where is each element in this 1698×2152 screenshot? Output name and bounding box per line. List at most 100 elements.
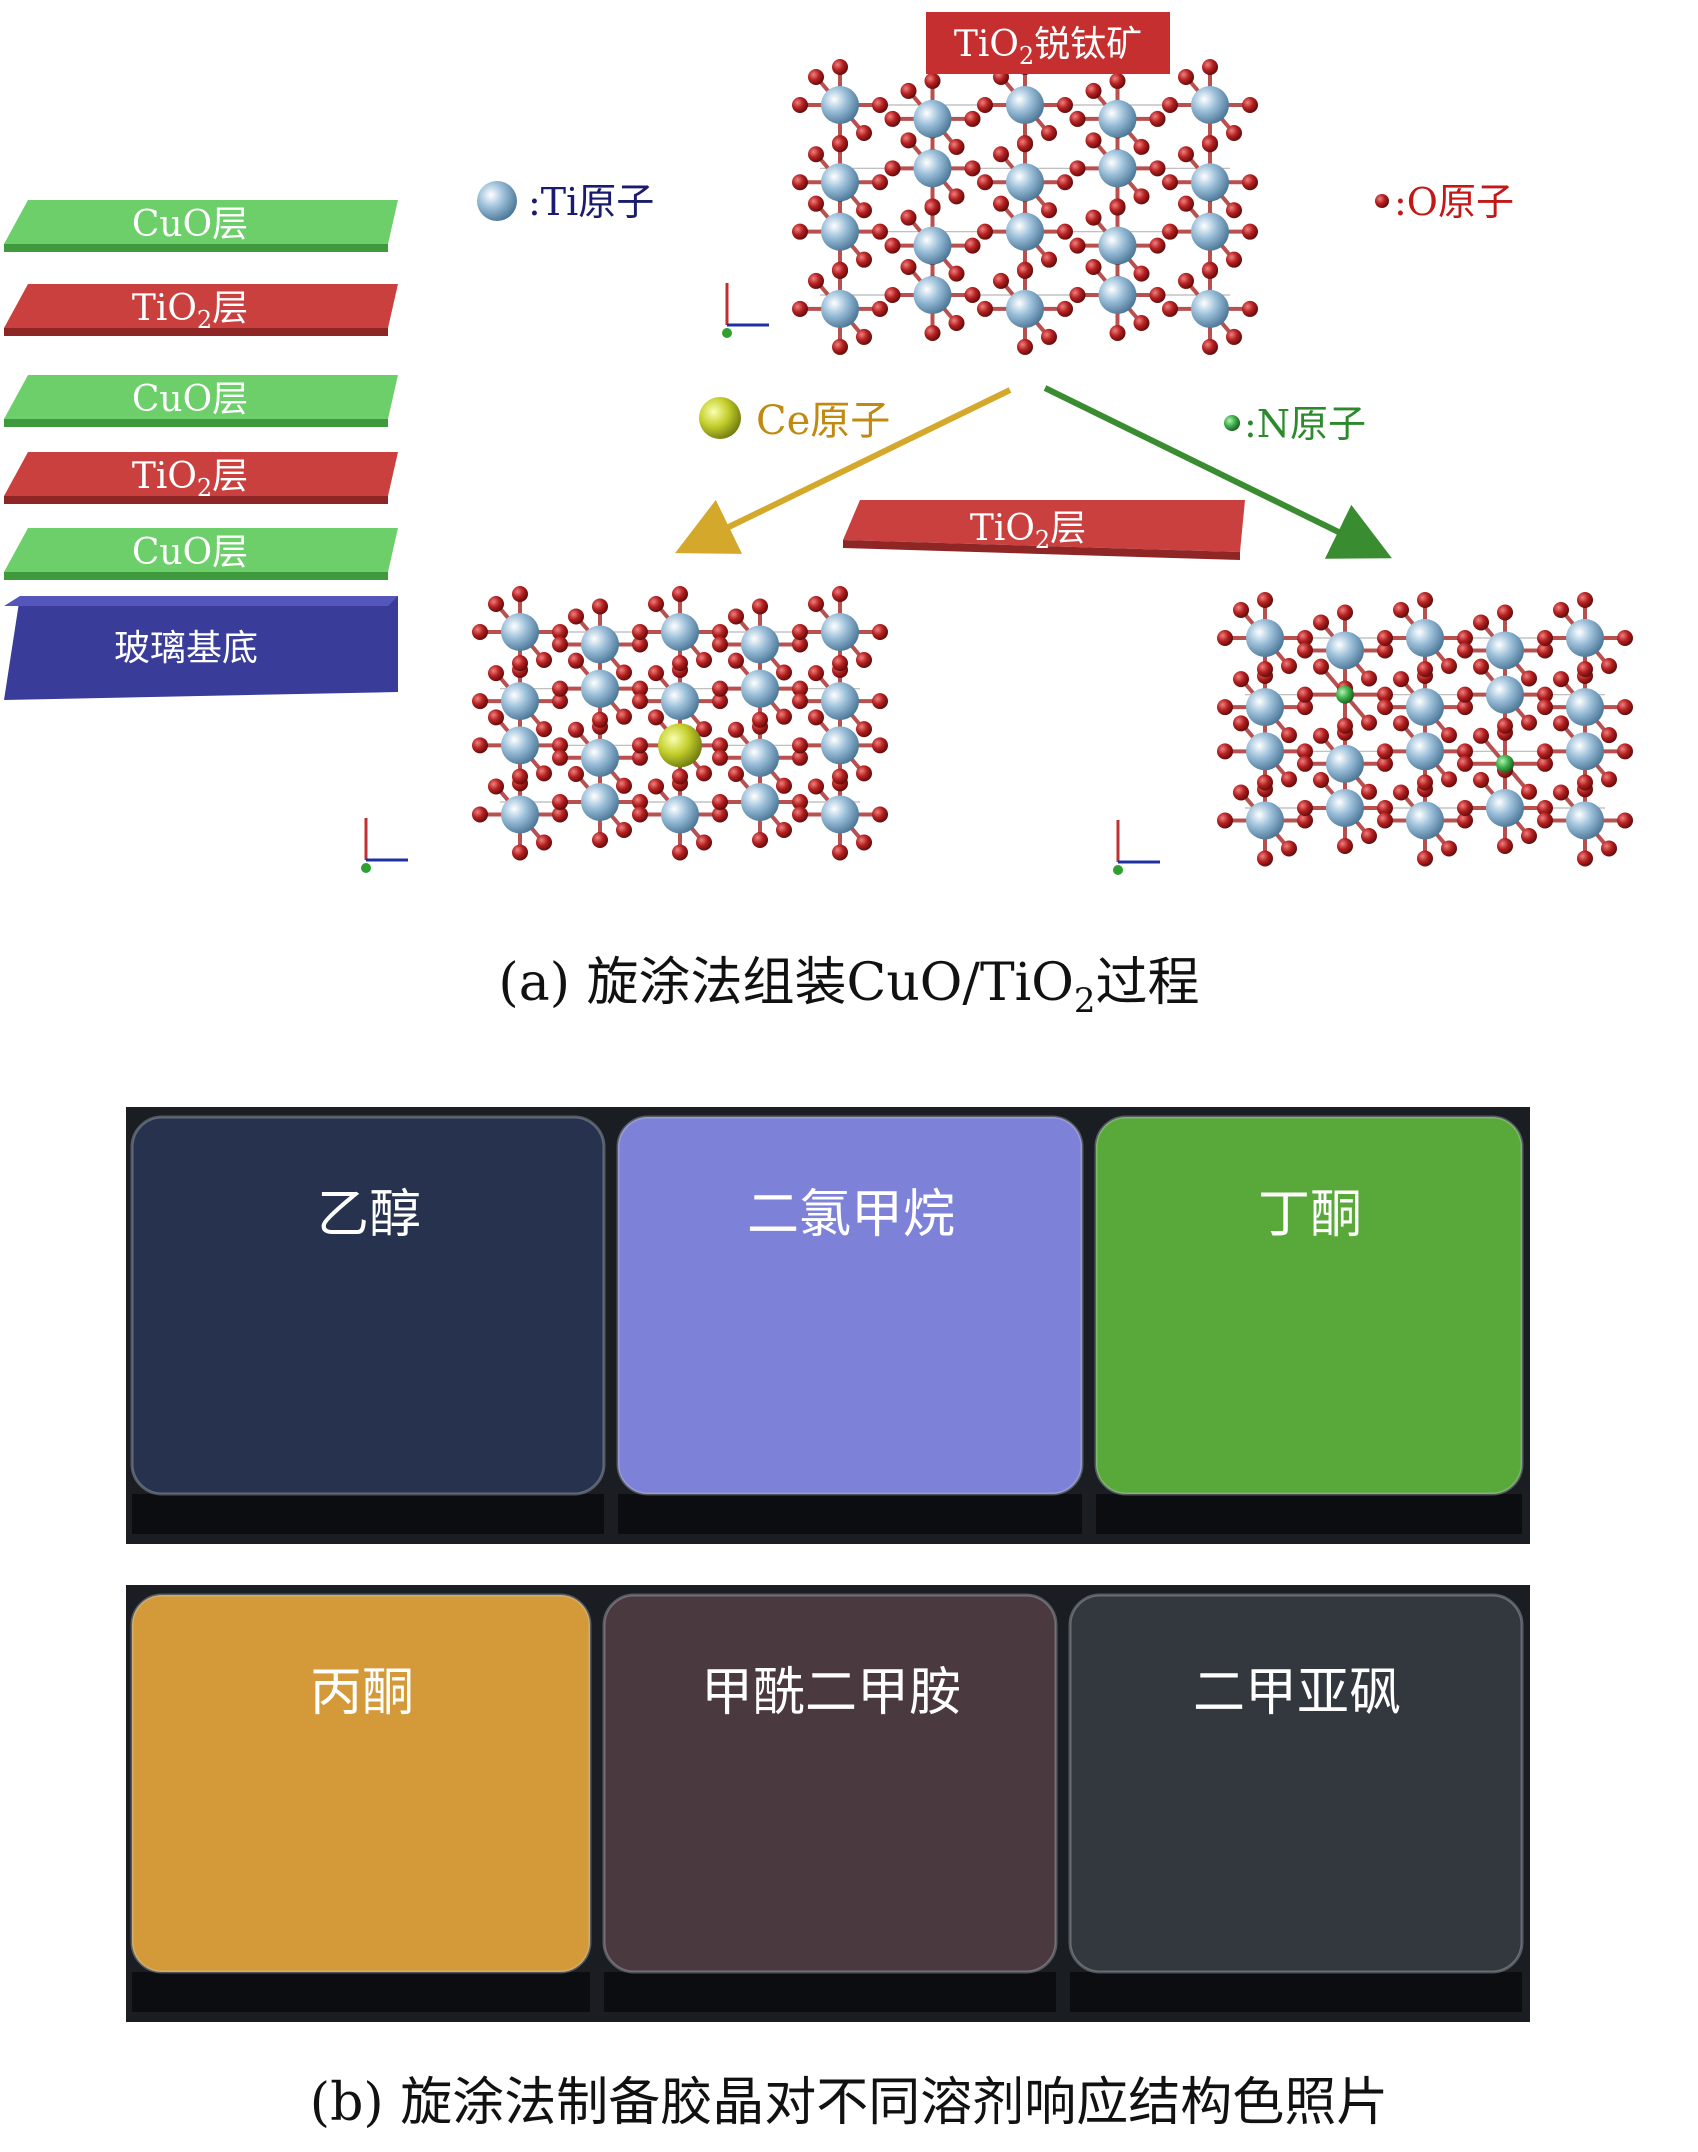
o-atom [1497, 838, 1513, 854]
o-atom [977, 224, 993, 240]
o-atom [792, 806, 808, 822]
o-atom [792, 174, 808, 190]
ti-atom [1246, 801, 1284, 839]
o-atom [776, 709, 792, 725]
o-atom [648, 596, 664, 612]
o-atom [977, 174, 993, 190]
o-atom [1521, 828, 1537, 844]
o-atom [1377, 630, 1393, 646]
o-atom [1057, 224, 1073, 240]
o-atom [1393, 784, 1409, 800]
o-atom [1217, 743, 1233, 759]
o-atom [536, 652, 552, 668]
ti-atom [821, 682, 859, 720]
o-atom [1441, 771, 1457, 787]
ti-atom [741, 783, 779, 821]
o-atom [1417, 774, 1433, 790]
ti-atom [1099, 149, 1137, 187]
o-atom [1361, 715, 1377, 731]
stack-layer-label: TiO2层 [132, 456, 248, 502]
o-atom [1313, 659, 1329, 675]
o-atom [872, 97, 888, 113]
o-atom [1217, 812, 1233, 828]
ti-atom [1566, 732, 1604, 770]
sample-swatch [604, 1595, 1056, 1972]
o-atom [832, 59, 848, 75]
o-atom [1281, 771, 1297, 787]
o-atom [752, 598, 768, 614]
ti-atom [1486, 789, 1524, 827]
glass-substrate: 玻璃基底 [4, 596, 398, 700]
o-atom [1086, 210, 1102, 226]
o-atom [1417, 592, 1433, 608]
ti-atom [821, 213, 859, 251]
o-atom [1233, 602, 1249, 618]
sample-swatch [618, 1117, 1082, 1494]
o-atom [1202, 263, 1218, 279]
o-atom [1457, 800, 1473, 816]
o-atom [792, 97, 808, 113]
o-atom [1162, 224, 1178, 240]
o-atom [1242, 174, 1258, 190]
o-atom [1337, 604, 1353, 620]
ti-atom [1191, 163, 1229, 201]
o-atom [648, 709, 664, 725]
o-atom [872, 737, 888, 753]
ti-atom [661, 682, 699, 720]
o-atom [472, 693, 488, 709]
o-atom [632, 693, 648, 709]
ti-atom [821, 163, 859, 201]
ti-atom [1191, 290, 1229, 328]
o-atom [512, 655, 528, 671]
legend-n: :N原子 [1224, 402, 1366, 446]
o-atom [512, 586, 528, 602]
legend-o: :O原子 [1375, 180, 1514, 224]
stack-layer-tio2: TiO2层 [4, 284, 398, 336]
o-atom [1242, 97, 1258, 113]
o-atom [1162, 174, 1178, 190]
o-atom [1162, 97, 1178, 113]
o-atom [808, 146, 824, 162]
o-atom [1617, 630, 1633, 646]
o-atom [568, 722, 584, 738]
o-atom [1086, 132, 1102, 148]
o-atom [792, 693, 808, 709]
o-atom [808, 273, 824, 289]
o-atom [1361, 828, 1377, 844]
ti-atom [1406, 801, 1444, 839]
caption-b: (b) 旋涂法制备胶晶对不同溶剂响应结构色照片 [0, 2060, 1698, 2135]
o-atom [792, 301, 808, 317]
o-atom [949, 315, 965, 331]
stack-layer-label: CuO层 [132, 379, 248, 420]
o-atom [1226, 252, 1242, 268]
o-atom [1233, 715, 1249, 731]
o-atom [592, 832, 608, 848]
ti-atom [1406, 619, 1444, 657]
o-atom [1110, 200, 1126, 216]
o-atom [1473, 659, 1489, 675]
o-atom [1041, 125, 1057, 141]
stack-layer-tio2: TiO2层 [4, 452, 398, 504]
o-atom [965, 160, 981, 176]
o-atom [1417, 661, 1433, 677]
solvent-label: 二甲亚砜 [1193, 1663, 1401, 1723]
o-atom [1377, 812, 1393, 828]
ti-atom [1326, 745, 1364, 783]
o-atom [832, 655, 848, 671]
o-atom [1617, 812, 1633, 828]
ti-atom [741, 670, 779, 708]
o-atom [696, 652, 712, 668]
o-atom [872, 693, 888, 709]
o-atom [993, 273, 1009, 289]
ti-atom [1006, 213, 1044, 251]
o-atom [1313, 728, 1329, 744]
n-doped-crystal [1217, 592, 1633, 866]
o-atom [1457, 756, 1473, 772]
o-atom [808, 778, 824, 794]
o-atom [552, 636, 568, 652]
o-atom [1473, 772, 1489, 788]
o-atom [1134, 139, 1150, 155]
o-atom [536, 834, 552, 850]
o-atom [856, 834, 872, 850]
o-atom [808, 665, 824, 681]
